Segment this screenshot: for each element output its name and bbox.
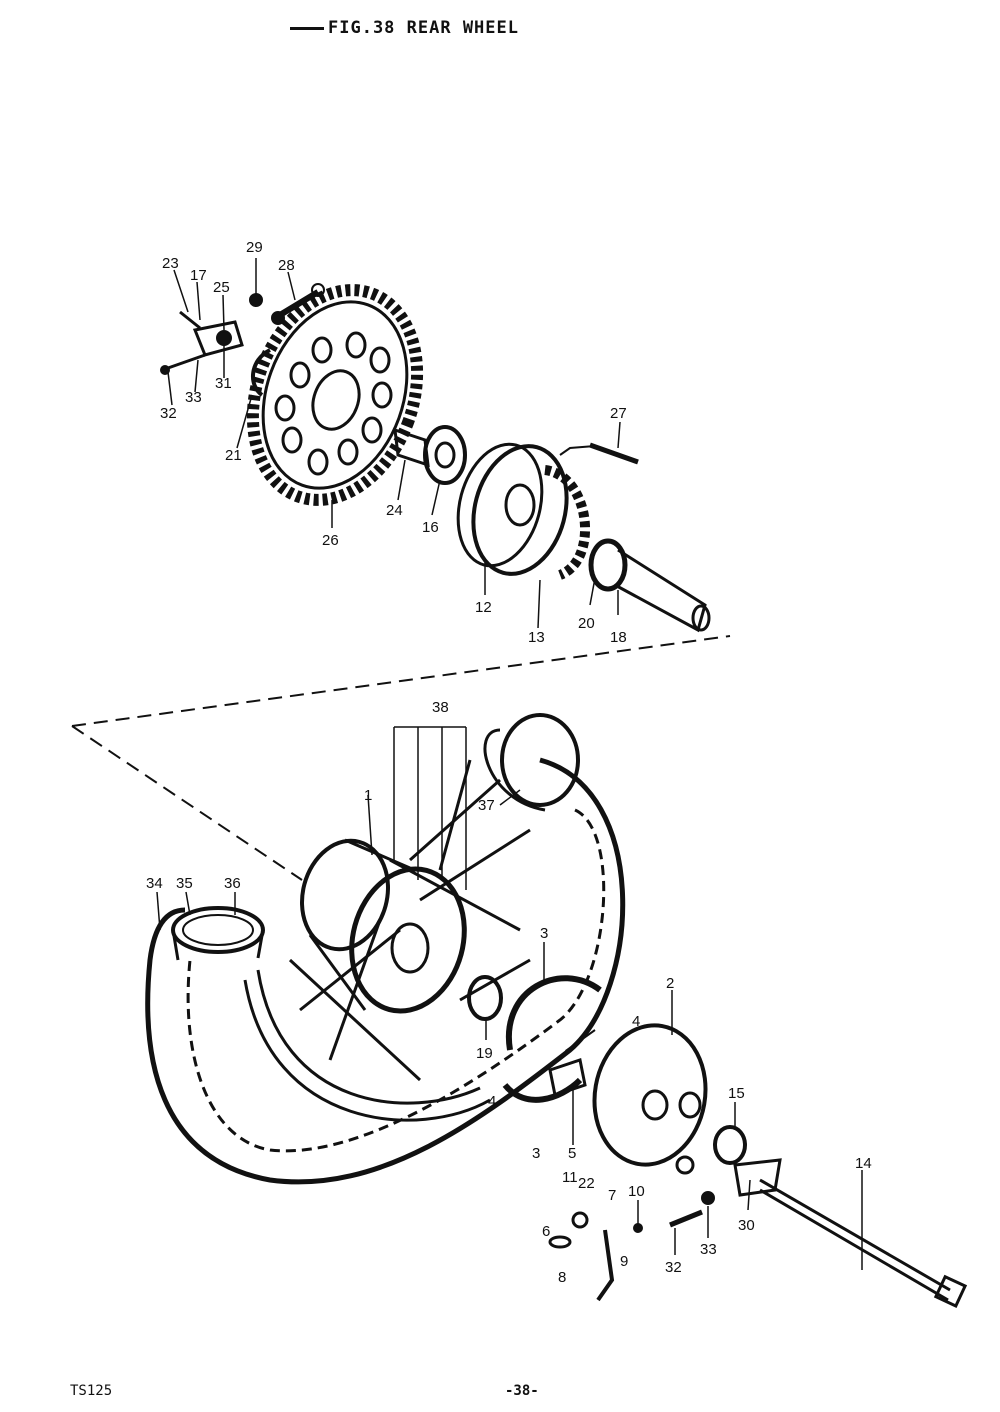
callout-2: 2: [666, 975, 674, 992]
callout-32-lower: 32: [665, 1259, 682, 1276]
callout-3-upper: 3: [540, 925, 548, 942]
callout-leader-lines: [156, 258, 863, 1270]
callout-19: 19: [476, 1045, 493, 1062]
callout-35: 35: [176, 875, 193, 892]
sprocket-mounting-drum: [456, 442, 591, 580]
callout-6: 6: [542, 1223, 550, 1240]
model-code: TS125: [70, 1383, 113, 1399]
callout-18: 18: [610, 629, 627, 646]
callout-20: 20: [578, 615, 595, 632]
callout-21: 21: [225, 447, 242, 464]
axle-and-chain-adjuster: [669, 1125, 968, 1308]
brake-shoes: [502, 975, 602, 1103]
hub-bearing-and-axle-spacer: [588, 538, 711, 633]
figure-title: FIG.38 REAR WHEEL: [290, 18, 519, 38]
callout-23: 23: [162, 255, 179, 272]
callout-14: 14: [855, 1155, 872, 1172]
callout-15: 15: [728, 1085, 745, 1102]
circlip: [250, 348, 272, 397]
callout-30: 30: [738, 1217, 755, 1234]
hub-bearing-19: [467, 975, 503, 1021]
figure-title-text: FIG.38 REAR WHEEL: [328, 18, 519, 38]
callout-4-left: 4: [488, 1093, 496, 1110]
callout-9: 9: [620, 1253, 628, 1270]
callout-10: 10: [628, 1183, 645, 1200]
callout-31: 31: [215, 375, 232, 392]
page-number: -38-: [505, 1383, 539, 1399]
sprocket-bearing-and-spacer: [393, 425, 467, 485]
rim-band-and-tube: [171, 906, 265, 961]
callout-37: 37: [478, 797, 495, 814]
callout-28: 28: [278, 257, 295, 274]
lock-plate-and-bolts: [160, 283, 325, 375]
callout-36: 36: [224, 875, 241, 892]
callout-1: 1: [364, 787, 372, 804]
assembly-guide-lines: [71, 635, 731, 1056]
sprocket: [246, 284, 424, 506]
brake-panel: [592, 1023, 708, 1175]
callout-3-lower: 3: [532, 1145, 540, 1162]
callout-38: 38: [432, 699, 449, 716]
callout-12: 12: [475, 599, 492, 616]
callout-22: 22: [578, 1175, 595, 1192]
hub: [300, 838, 467, 1014]
title-arrow-icon: [290, 26, 324, 30]
callout-7: 7: [608, 1187, 616, 1204]
callout-labels: 23 17 25 29 28 32 33 31 21 26 24 16 27 1…: [146, 239, 872, 1286]
brake-cam-lever-and-washers: [548, 1211, 643, 1302]
callout-11: 11: [562, 1169, 578, 1186]
callout-26: 26: [322, 532, 339, 549]
callout-13: 13: [528, 629, 545, 646]
callout-25: 25: [213, 279, 230, 296]
callout-8: 8: [558, 1269, 566, 1286]
callout-27: 27: [610, 405, 627, 422]
callout-4-right: 4: [632, 1013, 640, 1030]
tire: [145, 713, 626, 1185]
callout-33-lower: 33: [700, 1241, 717, 1258]
callout-5: 5: [568, 1145, 576, 1162]
rim-and-spokes: [243, 759, 531, 1122]
callout-17: 17: [190, 267, 207, 284]
callout-29: 29: [246, 239, 263, 256]
bolt-27: [559, 442, 639, 465]
callout-34: 34: [146, 875, 163, 892]
callout-33-upper: 33: [185, 389, 202, 406]
callout-24: 24: [386, 502, 403, 519]
callout-16: 16: [422, 519, 439, 536]
callout-32-upper: 32: [160, 405, 177, 422]
